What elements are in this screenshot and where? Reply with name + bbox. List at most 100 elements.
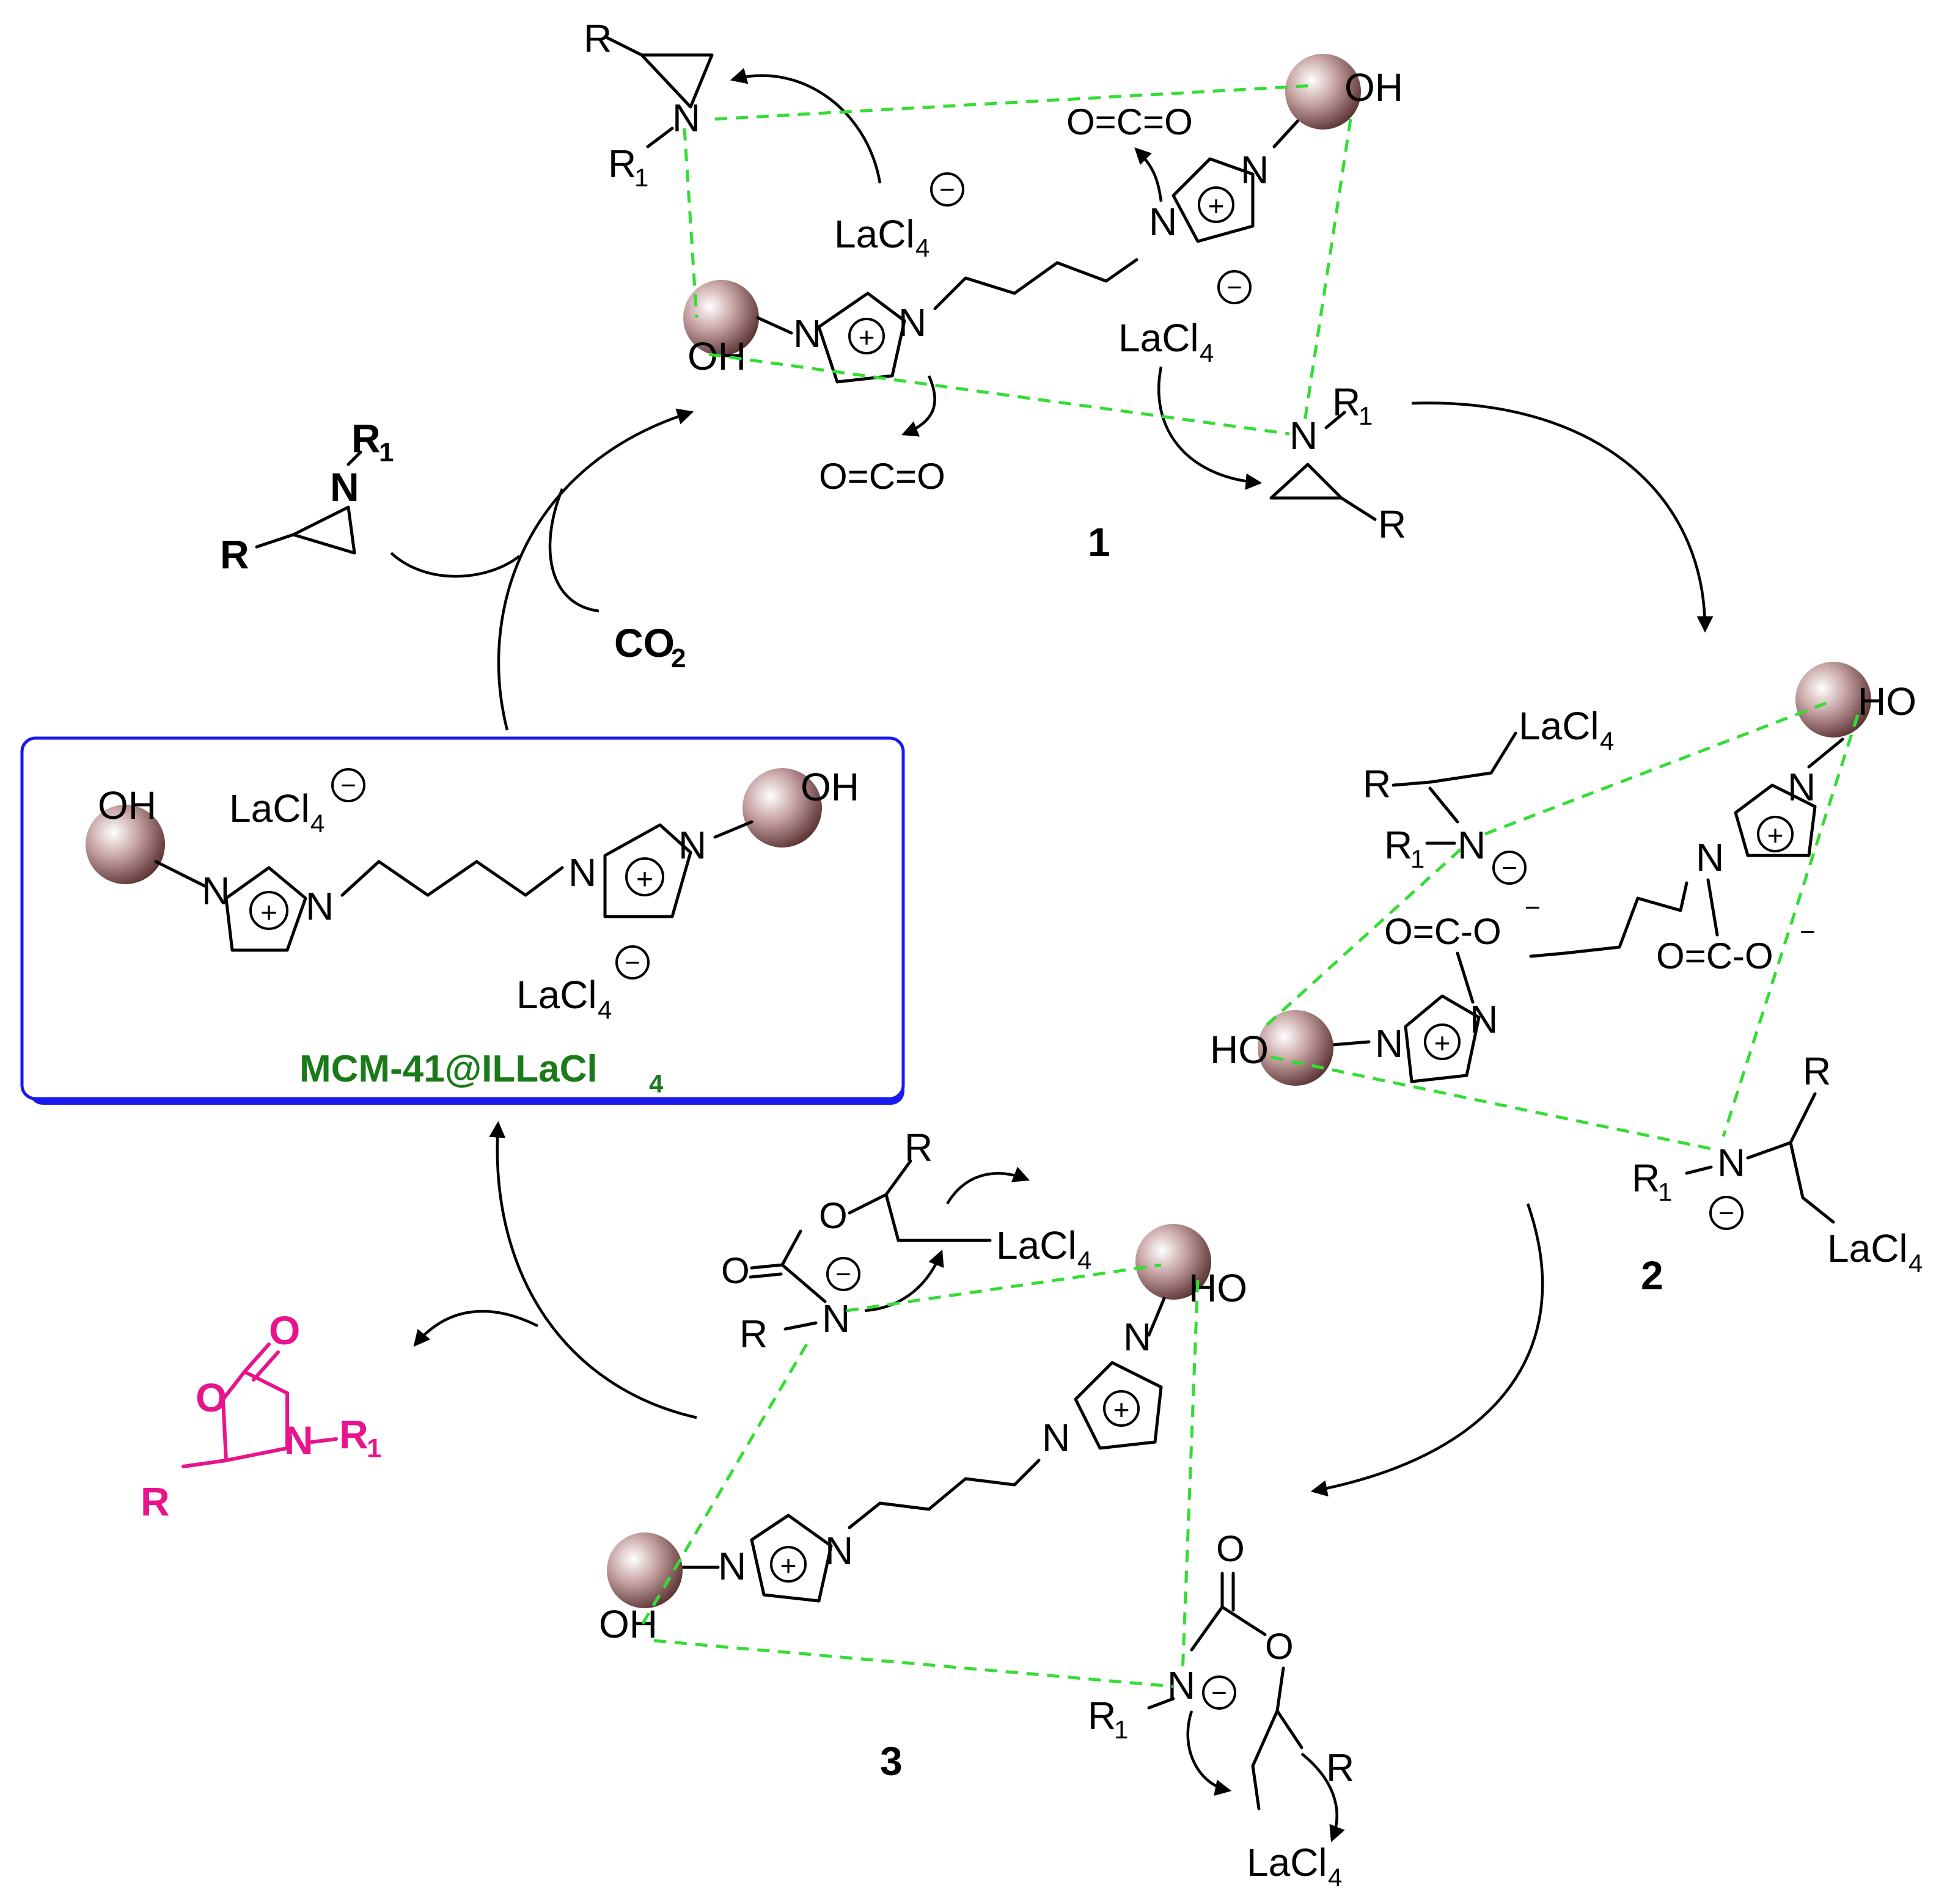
n-atom: N	[284, 1418, 314, 1463]
intermediate-1: R N R 1 LaCl 4 − OH + N N + N N OH O=C=O…	[584, 16, 1406, 565]
hydrogen-bond	[708, 353, 1290, 436]
butyl-linker	[848, 1459, 1041, 1529]
o-atom: O	[1216, 1528, 1245, 1569]
minus-charge: −	[1525, 893, 1541, 923]
minus-charge: −	[939, 175, 955, 205]
product-release-arrow	[413, 1309, 539, 1347]
subscript: 4	[649, 1069, 664, 1098]
aziridine-ring	[640, 53, 714, 109]
cycle-arrow	[497, 408, 694, 731]
n-atom: N	[1458, 823, 1486, 867]
oxazolidinone-ring	[221, 1369, 289, 1463]
curved-arrow	[1157, 366, 1263, 490]
lacl-label: LaCl	[1519, 704, 1599, 748]
lacl-label: LaCl	[516, 973, 597, 1017]
butyl-linker	[340, 860, 564, 897]
n-atom: N	[1375, 1022, 1403, 1066]
plus-charge: +	[1113, 1394, 1130, 1426]
silica-sphere	[1285, 54, 1361, 130]
curved-arrow	[1186, 1710, 1232, 1796]
curved-arrow	[1300, 1752, 1345, 1843]
subscript: 4	[1328, 1863, 1342, 1892]
r1-label: R	[339, 1412, 369, 1457]
subscript: 1	[634, 163, 648, 192]
subscript: 4	[1600, 727, 1614, 755]
minus-charge: −	[1718, 1198, 1734, 1228]
lacl-label: LaCl	[1118, 316, 1199, 360]
lacl-label: LaCl	[1247, 1840, 1327, 1884]
n-atom: N	[306, 884, 334, 928]
hydrogen-bond	[683, 128, 698, 318]
minus-charge: −	[340, 771, 356, 800]
r1-label: R	[351, 416, 381, 461]
curved-arrow	[901, 375, 936, 437]
silica-sphere	[1135, 1224, 1211, 1300]
butyl-linker	[933, 258, 1138, 310]
lacl-label: LaCl	[229, 786, 310, 830]
hydrogen-bond	[1270, 1055, 1712, 1151]
hydrogen-bond	[714, 84, 1314, 121]
r-label: R	[1378, 502, 1406, 546]
n-atom: N	[1696, 835, 1724, 879]
aziridine-ring	[292, 505, 356, 555]
imidazolium-ring: + N N	[568, 820, 754, 918]
cycle-arrow	[1310, 1203, 1544, 1497]
subscript: 1	[1410, 844, 1425, 873]
n-atom: N	[1241, 148, 1269, 192]
cycle-arrow	[548, 488, 600, 613]
catalyst-name-text: MCM-41@ILLaCl	[299, 1048, 598, 1090]
r1-label: R	[1332, 380, 1360, 424]
intermediate-number: 1	[1088, 519, 1110, 565]
n-atom: N	[1123, 1315, 1151, 1359]
n-atom: N	[718, 1544, 746, 1588]
hydrogen-bond	[1722, 714, 1860, 1137]
co2-reactant: CO 2	[614, 620, 686, 673]
o-atom: O	[1265, 1626, 1294, 1667]
silica-sphere	[743, 768, 822, 848]
lacl-label: LaCl	[996, 1223, 1077, 1267]
silica-sphere	[683, 280, 759, 356]
minus-charge: −	[1226, 273, 1242, 302]
n-atom: N	[330, 464, 359, 510]
cycle-arrow	[390, 552, 521, 578]
n-atom: N	[672, 96, 700, 140]
hydrogen-bond	[1264, 848, 1462, 1028]
co2-label: O=C=O	[819, 456, 945, 497]
curved-arrow	[946, 1166, 1030, 1205]
n-atom: N	[202, 869, 230, 913]
plus-charge: +	[780, 1550, 797, 1581]
carbonyl-oxygen: O	[269, 1308, 300, 1353]
o-atom: O	[721, 1250, 750, 1291]
n-atom: N	[568, 851, 596, 895]
cycle-arrow	[1411, 401, 1714, 633]
curved-arrow	[730, 68, 882, 184]
r-label: R	[1803, 1049, 1831, 1093]
co2-label: CO	[614, 620, 675, 665]
plus-charge: +	[1434, 1027, 1451, 1059]
minus-charge: −	[1800, 917, 1816, 947]
butyl-linker	[1529, 881, 1689, 958]
minus-charge: −	[1502, 853, 1517, 883]
subscript: 1	[1114, 1715, 1128, 1744]
subscript: 1	[1658, 1177, 1672, 1206]
silica-sphere	[607, 1532, 683, 1608]
plus-charge: +	[1208, 190, 1225, 222]
lacl4-anion: LaCl 4 −	[516, 945, 650, 1024]
subscript: 1	[367, 1433, 381, 1463]
aziridine-ring	[1269, 463, 1343, 500]
subscript: 2	[671, 643, 686, 673]
hydrogen-bond	[846, 1263, 1162, 1313]
r-label: R	[904, 1126, 933, 1170]
lacl4-anion: LaCl 4 −	[229, 768, 365, 838]
plus-charge: +	[1767, 819, 1784, 851]
subscript: 4	[1200, 339, 1214, 367]
curved-arrow	[864, 1249, 944, 1313]
subscript: 4	[1077, 1246, 1091, 1275]
n-atom: N	[1470, 997, 1498, 1041]
hydrogen-bond	[1303, 119, 1352, 422]
subscript: 1	[1358, 401, 1373, 430]
imidazolium-ring: + N N	[154, 860, 334, 952]
ho-label: HO	[1858, 679, 1916, 723]
r1-label: R	[1384, 823, 1412, 867]
n-atom: N	[1717, 1141, 1745, 1185]
